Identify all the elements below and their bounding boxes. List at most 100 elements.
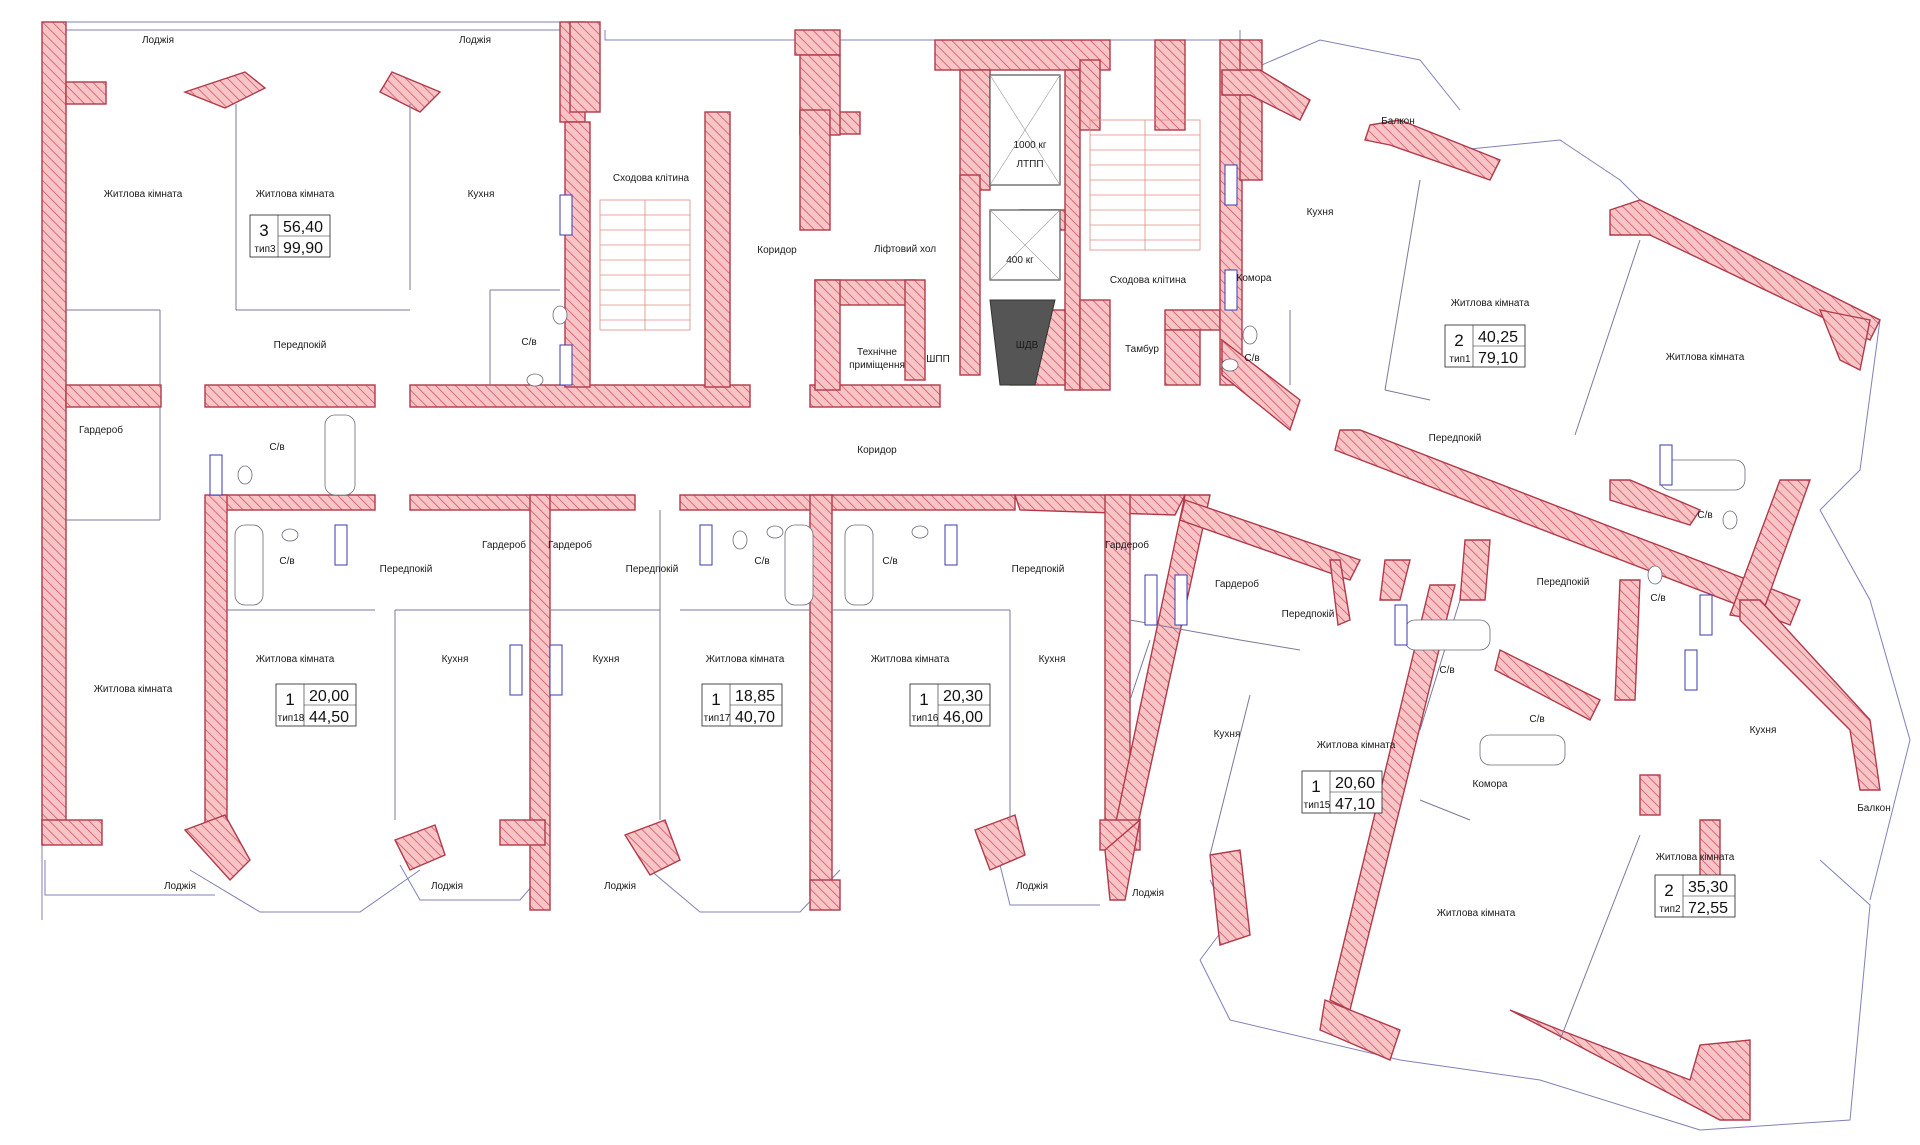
room-label: С/в bbox=[882, 556, 897, 567]
room-label: Ліфтовий хол bbox=[874, 243, 936, 255]
apartment-type: тип3 bbox=[254, 244, 276, 255]
apartment-total-area: 99,90 bbox=[283, 240, 323, 257]
apartment-total-area: 47,10 bbox=[1335, 796, 1375, 813]
room-label: С/в bbox=[279, 556, 294, 567]
room-label: Гардероб bbox=[482, 539, 526, 551]
room-label: Лоджія bbox=[142, 35, 174, 46]
room-label: С/в bbox=[269, 442, 284, 453]
room-label: ЛТПП bbox=[1016, 159, 1043, 170]
room-label: Сходова клітина bbox=[1110, 275, 1187, 286]
room-label: 400 кг bbox=[1006, 255, 1034, 266]
room-label: Гардероб bbox=[1215, 578, 1259, 590]
room-label: С/в bbox=[1439, 665, 1454, 676]
room-label: С/в bbox=[754, 556, 769, 567]
room-label: Коридор bbox=[857, 445, 897, 456]
room-label: С/в bbox=[1650, 593, 1665, 604]
room-label: Житлова кімната bbox=[1317, 740, 1396, 751]
room-label: Балкон bbox=[1381, 116, 1415, 127]
apartment-total-area: 46,00 bbox=[943, 709, 983, 726]
apartment-total-area: 40,70 bbox=[735, 709, 775, 726]
apartment-living-area: 35,30 bbox=[1688, 879, 1728, 896]
room-label: Технічне bbox=[857, 347, 897, 358]
apartment-rooms: 1 bbox=[1311, 777, 1320, 796]
apartment-living-area: 20,60 bbox=[1335, 775, 1375, 792]
apartment-living-area: 18,85 bbox=[735, 688, 775, 705]
walls bbox=[41, 21, 1881, 1121]
apartment-type: тип15 bbox=[1304, 800, 1331, 811]
apartment-total-area: 44,50 bbox=[309, 709, 349, 726]
room-label: Лоджія bbox=[459, 35, 491, 46]
room-label: С/в bbox=[521, 337, 536, 348]
room-label: С/в bbox=[1244, 353, 1259, 364]
apartment-rooms: 2 bbox=[1454, 331, 1463, 350]
stairs-left bbox=[599, 199, 691, 331]
room-labels: Лоджія Лоджія Житлова кімната Житлова кі… bbox=[79, 35, 1891, 919]
room-label: Кухня bbox=[468, 189, 495, 200]
room-label: Гардероб bbox=[548, 539, 592, 551]
apartment-box: 1 тип16 20,30 46,00 bbox=[909, 683, 991, 727]
apartment-type: тип18 bbox=[278, 713, 305, 724]
room-label: Житлова кімната bbox=[871, 654, 950, 665]
room-label: Лоджія bbox=[164, 881, 196, 892]
apartment-rooms: 1 bbox=[919, 690, 928, 709]
apartment-box: 3 тип3 56,40 99,90 bbox=[249, 214, 331, 258]
apartment-living-area: 56,40 bbox=[283, 219, 323, 236]
room-label: Житлова кімната bbox=[1656, 852, 1735, 863]
apartment-box: 2 тип1 40,25 79,10 bbox=[1444, 324, 1526, 368]
room-label: ШДВ bbox=[1016, 340, 1039, 351]
room-label: С/в bbox=[1697, 510, 1712, 521]
apartment-rooms: 1 bbox=[285, 690, 294, 709]
room-label: Передпокій bbox=[1012, 564, 1065, 575]
apartment-type: тип1 bbox=[1449, 354, 1471, 365]
partitions bbox=[66, 104, 1641, 1041]
apartment-total-area: 72,55 bbox=[1688, 900, 1728, 917]
room-label: Коридор bbox=[757, 245, 797, 256]
room-label: приміщення bbox=[849, 360, 905, 371]
room-label: Житлова кімната bbox=[1666, 352, 1745, 363]
room-label: Передпокій bbox=[1282, 609, 1335, 620]
apartment-rooms: 1 bbox=[711, 690, 720, 709]
room-label: Сходова клітина bbox=[613, 173, 690, 184]
room-label: Балкон bbox=[1857, 803, 1891, 814]
room-label: Лоджія bbox=[1132, 888, 1164, 899]
room-label: 1000 кг bbox=[1013, 140, 1046, 151]
fixtures bbox=[209, 164, 1746, 766]
room-label: Житлова кімната bbox=[1451, 298, 1530, 309]
stairs-right bbox=[1089, 119, 1201, 251]
room-label: Гардероб bbox=[1105, 539, 1149, 551]
room-label: Передпокій bbox=[1537, 577, 1590, 588]
room-label: Житлова кімната bbox=[256, 189, 335, 200]
room-label: Житлова кімната bbox=[104, 189, 183, 200]
apartment-rooms: 2 bbox=[1664, 881, 1673, 900]
room-label: С/в bbox=[1529, 714, 1544, 725]
apartment-living-area: 20,00 bbox=[309, 688, 349, 705]
apartment-rooms: 3 bbox=[259, 221, 268, 240]
room-label: Кухня bbox=[442, 654, 469, 665]
room-label: Кухня bbox=[1307, 207, 1334, 218]
apartment-box: 1 тип17 18,85 40,70 bbox=[701, 683, 783, 727]
room-label: ШПП bbox=[926, 354, 950, 365]
apartment-total-area: 79,10 bbox=[1478, 350, 1518, 367]
room-label: Лоджія bbox=[1016, 881, 1048, 892]
apartment-box: 2 тип2 35,30 72,55 bbox=[1654, 874, 1736, 918]
room-label: Передпокій bbox=[274, 340, 327, 351]
room-label: Кухня bbox=[1750, 725, 1777, 736]
room-label: Лоджія bbox=[431, 881, 463, 892]
room-label: Комора bbox=[1237, 273, 1272, 284]
apartment-type: тип2 bbox=[1659, 904, 1681, 915]
room-label: Передпокій bbox=[1429, 433, 1482, 444]
room-label: Кухня bbox=[1214, 729, 1241, 740]
apartment-type: тип17 bbox=[704, 713, 731, 724]
room-label: Передпокій bbox=[626, 564, 679, 575]
elevators bbox=[989, 74, 1061, 386]
apartment-box: 1 тип15 20,60 47,10 bbox=[1301, 770, 1383, 814]
apartment-living-area: 40,25 bbox=[1478, 329, 1518, 346]
apartment-type: тип16 bbox=[912, 713, 939, 724]
room-label: Житлова кімната bbox=[1437, 908, 1516, 919]
room-label: Передпокій bbox=[380, 564, 433, 575]
room-label: Лоджія bbox=[604, 881, 636, 892]
room-label: Житлова кімната bbox=[256, 654, 335, 665]
room-label: Кухня bbox=[1039, 654, 1066, 665]
room-label: Комора bbox=[1473, 779, 1508, 790]
